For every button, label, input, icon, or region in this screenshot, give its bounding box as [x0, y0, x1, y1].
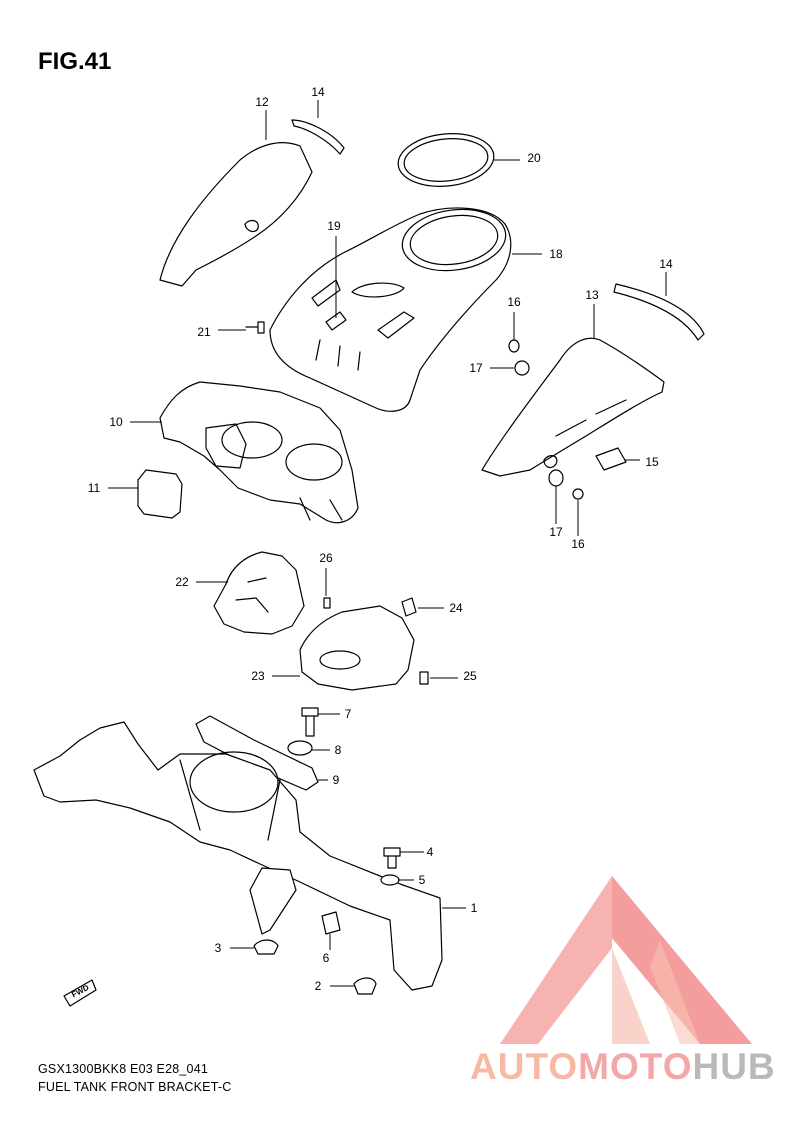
part-21-bolt [245, 321, 265, 334]
part-6-collar [321, 911, 341, 935]
callout-label: 16 [507, 295, 521, 309]
part-17-grommet-lower [548, 469, 564, 487]
callout-label: 15 [645, 455, 659, 469]
callout-label: 5 [419, 873, 426, 887]
part-14-trim-strip-right [613, 283, 705, 341]
figure-title: FIG.41 [38, 48, 112, 75]
part-22-bracket [213, 551, 305, 635]
part-3-cap [253, 939, 279, 955]
part-18-center-cover [269, 207, 512, 412]
callout-label: 19 [327, 219, 341, 233]
callout-label: 11 [88, 481, 101, 495]
part-5-washer [380, 874, 400, 886]
part-20-ring-trim [397, 133, 495, 187]
part-10-inner-bracket [159, 381, 359, 524]
callout-label: 26 [319, 551, 333, 565]
part-16-nut-lower [572, 488, 584, 500]
callout-label: 10 [109, 415, 123, 429]
callout-label: 1 [471, 901, 478, 915]
part-9-plate [195, 715, 319, 791]
callout-label: 6 [323, 951, 330, 965]
part-16-nut-upper [508, 339, 520, 353]
part-7-bolt [301, 707, 319, 737]
callout-label: 4 [427, 845, 434, 859]
watermark-text: AUTOMOTOHUB [470, 1046, 776, 1087]
part-24-clip-nut [401, 597, 417, 617]
part-17-grommet-upper [514, 360, 530, 376]
callout-label: 17 [549, 525, 563, 539]
part-2-cap [353, 977, 377, 995]
callout-label: 12 [255, 95, 269, 109]
part-26-screw [323, 597, 331, 609]
section-name: FUEL TANK FRONT BRACKET-C [38, 1080, 232, 1094]
callout-label: 14 [659, 257, 673, 271]
part-1-front-bracket-frame [33, 721, 443, 991]
part-4-bolt [383, 847, 401, 869]
callout-label: 8 [335, 743, 342, 757]
callout-label: 3 [215, 941, 222, 955]
part-8-grommet [287, 740, 313, 756]
part-13-side-cover-right [481, 337, 665, 477]
callout-label: 17 [469, 361, 483, 375]
watermark-logo [500, 876, 752, 1044]
part-11-cushion-block [137, 469, 183, 519]
callout-label: 20 [527, 151, 541, 165]
callout-label: 22 [175, 575, 189, 589]
model-code: GSX1300BKK8 E03 E28_041 [38, 1062, 209, 1076]
part-15-cushion-pad [595, 447, 627, 471]
callout-label: 24 [449, 601, 463, 615]
callout-label: 18 [549, 247, 563, 261]
forward-arrow-icon [63, 979, 97, 1007]
callout-label: 23 [251, 669, 265, 683]
callout-label: 2 [315, 979, 322, 993]
callout-label: 14 [311, 85, 325, 99]
callout-label: 16 [571, 537, 585, 551]
callout-label: 7 [345, 707, 352, 721]
callout-label: 9 [333, 773, 340, 787]
callout-label: 21 [197, 325, 211, 339]
part-25-fastener [419, 671, 429, 685]
part-14-trim-strip-upper [291, 119, 345, 155]
callout-label: 13 [585, 288, 599, 302]
callout-label: 25 [463, 669, 477, 683]
part-23-bracket [299, 605, 415, 691]
part-12-side-cover-left [159, 142, 313, 287]
